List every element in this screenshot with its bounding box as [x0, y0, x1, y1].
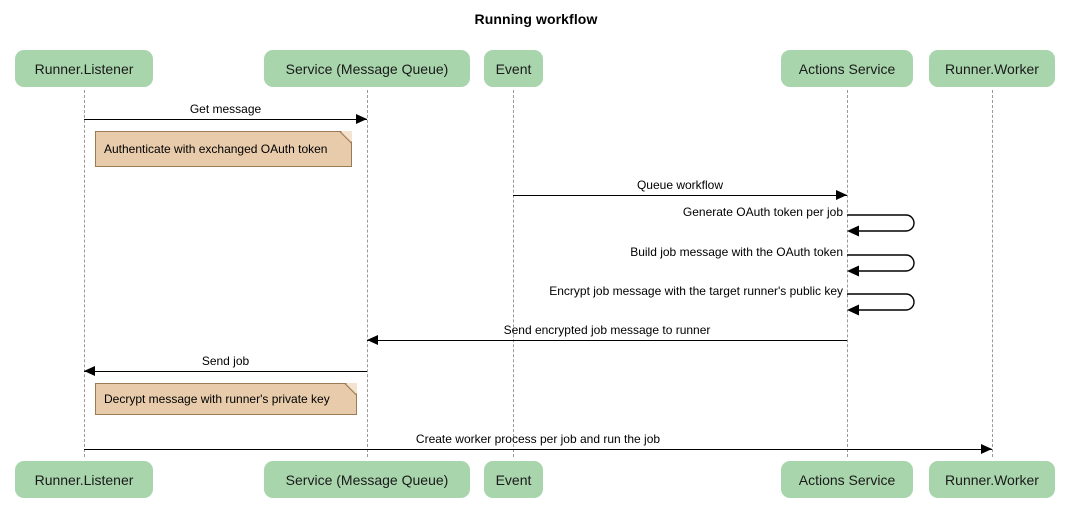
participant-label: Runner.Worker: [945, 60, 1039, 77]
message-arrowhead-send-encrypted-job-message: [367, 335, 378, 345]
participant-label: Actions Service: [798, 471, 896, 488]
self-message-label-encrypt-job-message: Encrypt job message with the target runn…: [549, 284, 843, 298]
note-fold-line-icon: [337, 131, 352, 146]
message-arrowhead-send-job: [84, 366, 95, 376]
note-text: Authenticate with exchanged OAuth token: [104, 142, 328, 156]
message-line-create-worker-process: [84, 449, 992, 450]
lifeline-service-message-queue: [367, 90, 368, 457]
note-fold-line-icon: [342, 383, 357, 398]
self-message-generate-oauth-token: [847, 214, 918, 239]
participant-label: Service (Message Queue): [285, 471, 449, 488]
participant-runner-worker-bottom[interactable]: Runner.Worker: [929, 461, 1055, 498]
message-label-send-encrypted-job-message: Send encrypted job message to runner: [503, 323, 711, 337]
participant-service-message-queue-top[interactable]: Service (Message Queue): [264, 50, 470, 87]
participant-label: Runner.Worker: [945, 471, 1039, 488]
participant-label: Runner.Listener: [34, 60, 134, 77]
note-decrypt-note: Decrypt message with runner's private ke…: [95, 383, 357, 415]
message-label-queue-workflow: Queue workflow: [636, 178, 724, 192]
message-arrowhead-get-message: [356, 114, 367, 124]
message-line-send-job: [84, 371, 367, 372]
self-message-build-job-message: [847, 254, 918, 279]
participant-event-bottom[interactable]: Event: [484, 461, 543, 498]
participant-label: Service (Message Queue): [285, 60, 449, 77]
note-text: Decrypt message with runner's private ke…: [104, 392, 330, 406]
participant-label: Runner.Listener: [34, 471, 134, 488]
participant-label: Event: [495, 60, 532, 77]
participant-runner-worker-top[interactable]: Runner.Worker: [929, 50, 1055, 87]
participant-actions-service-top[interactable]: Actions Service: [781, 50, 913, 87]
self-message-label-build-job-message: Build job message with the OAuth token: [630, 245, 843, 259]
participant-service-message-queue-bottom[interactable]: Service (Message Queue): [264, 461, 470, 498]
lifeline-runner-listener: [84, 90, 85, 457]
participant-runner-listener-bottom[interactable]: Runner.Listener: [15, 461, 153, 498]
note-authenticate-note: Authenticate with exchanged OAuth token: [95, 131, 352, 167]
participant-runner-listener-top[interactable]: Runner.Listener: [15, 50, 153, 87]
message-line-get-message: [84, 119, 367, 120]
message-line-send-encrypted-job-message: [367, 340, 847, 341]
lifeline-runner-worker: [992, 90, 993, 457]
message-arrowhead-queue-workflow: [836, 190, 847, 200]
participant-event-top[interactable]: Event: [484, 50, 543, 87]
self-message-encrypt-job-message: [847, 293, 918, 318]
message-label-send-job: Send job: [201, 354, 250, 368]
message-label-create-worker-process: Create worker process per job and run th…: [415, 432, 661, 446]
diagram-title: Running workflow: [474, 11, 598, 27]
message-arrowhead-create-worker-process: [981, 444, 992, 454]
participant-actions-service-bottom[interactable]: Actions Service: [781, 461, 913, 498]
lifeline-event: [513, 90, 514, 457]
self-message-label-generate-oauth-token: Generate OAuth token per job: [682, 205, 843, 219]
participant-label: Event: [495, 471, 532, 488]
message-label-get-message: Get message: [189, 102, 262, 116]
lifeline-actions-service: [847, 90, 848, 457]
message-line-queue-workflow: [513, 195, 847, 196]
participant-label: Actions Service: [798, 60, 896, 77]
